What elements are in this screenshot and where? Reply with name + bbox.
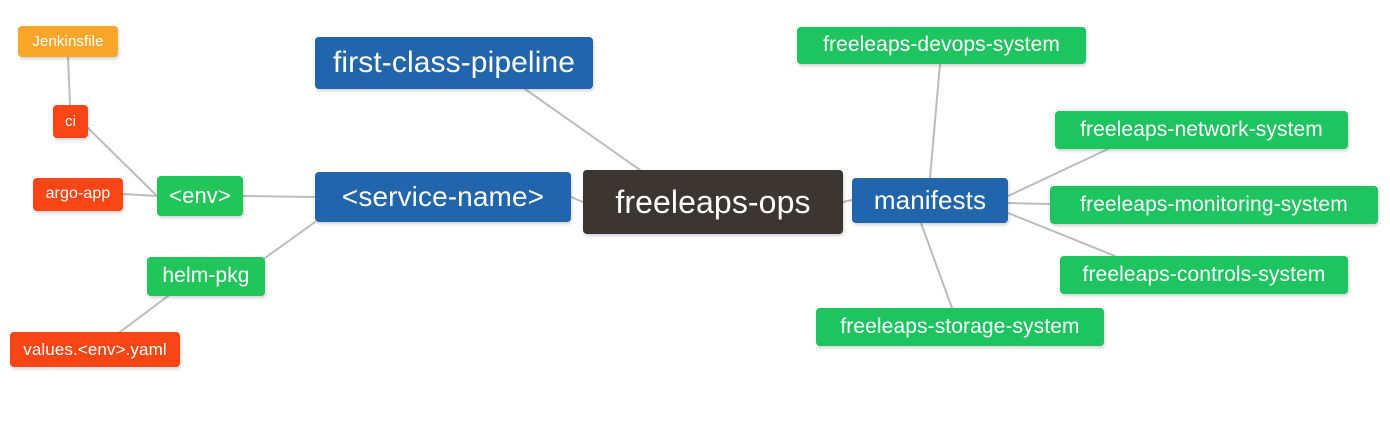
- node-storage[interactable]: freeleaps-storage-system: [816, 308, 1104, 346]
- node-devops[interactable]: freeleaps-devops-system: [797, 27, 1086, 64]
- edge-manifests-to-monitoring: [1007, 202, 1051, 205]
- edge-first-class-to-freeleaps-ops: [524, 88, 641, 171]
- edge-argo-app-to-env: [122, 193, 158, 197]
- node-argo-app[interactable]: argo-app: [33, 178, 123, 211]
- edge-helm-pkg-to-values-yaml: [119, 295, 169, 333]
- node-jenkinsfile[interactable]: Jenkinsfile: [18, 26, 118, 57]
- node-ci[interactable]: ci: [53, 105, 88, 138]
- node-freeleaps-ops[interactable]: freeleaps-ops: [583, 170, 843, 234]
- node-env[interactable]: <env>: [157, 176, 243, 216]
- node-first-class[interactable]: first-class-pipeline: [315, 37, 593, 89]
- edge-jenkinsfile-to-ci: [67, 56, 71, 106]
- node-manifests[interactable]: manifests: [852, 178, 1008, 223]
- edge-freeleaps-ops-to-manifests: [842, 199, 853, 203]
- node-helm-pkg[interactable]: helm-pkg: [147, 257, 265, 296]
- edge-service-name-to-freeleaps-ops: [570, 196, 584, 203]
- node-values-yaml[interactable]: values.<env>.yaml: [10, 332, 180, 367]
- edge-manifests-to-storage: [920, 222, 953, 309]
- node-monitoring[interactable]: freeleaps-monitoring-system: [1050, 186, 1378, 224]
- edge-service-name-to-helm-pkg: [264, 221, 316, 259]
- edge-manifests-to-devops: [929, 63, 941, 179]
- edge-env-to-service-name: [242, 195, 316, 198]
- node-network[interactable]: freeleaps-network-system: [1055, 111, 1348, 149]
- node-service-name[interactable]: <service-name>: [315, 172, 571, 222]
- node-controls[interactable]: freeleaps-controls-system: [1060, 256, 1348, 294]
